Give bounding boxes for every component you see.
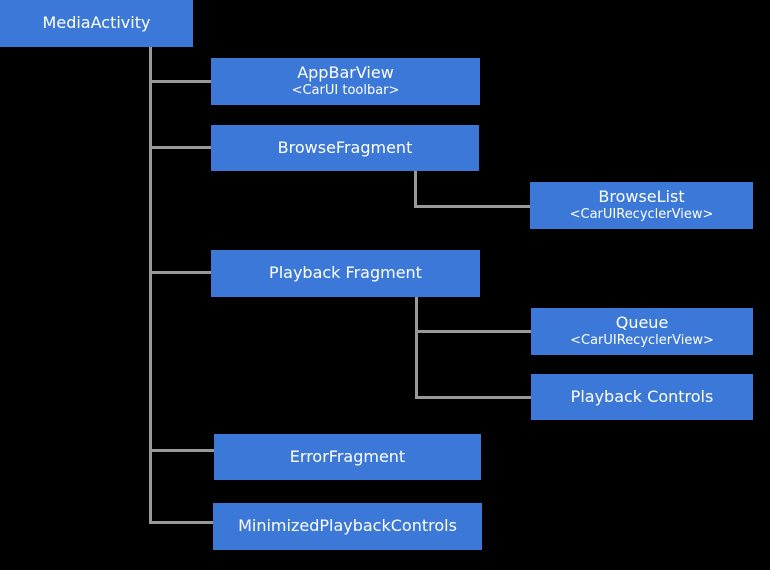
node-queue-subtitle: <CarUIRecyclerView> [570, 332, 714, 348]
node-playbackcontrols-title: Playback Controls [570, 386, 714, 406]
node-mediaactivity-title: MediaActivity [42, 13, 151, 33]
node-browselist-subtitle: <CarUIRecyclerView> [569, 206, 714, 222]
node-errorfragment[interactable]: ErrorFragment [214, 434, 481, 480]
edge-browsefragment-to-browselist [414, 205, 532, 208]
node-errorfragment-title: ErrorFragment [289, 446, 406, 466]
edge-mediaactivity-to-browsefragment [149, 146, 213, 149]
node-appbarview-title: AppBarView [297, 63, 394, 83]
node-appbarview-subtitle: <CarUI toolbar> [291, 82, 400, 98]
node-browsefragment[interactable]: BrowseFragment [211, 125, 479, 171]
node-playbackcontrols[interactable]: Playback Controls [531, 374, 753, 420]
node-minimizedplaybackcontrols-title: MinimizedPlaybackControls [238, 516, 457, 536]
edge-playbackfragment-trunk [415, 297, 418, 399]
edge-mediaactivity-to-minimizedplaybackcontrols [149, 521, 215, 524]
node-queue-title: Queue [615, 313, 669, 333]
node-appbarview[interactable]: AppBarView <CarUI toolbar> [211, 58, 480, 105]
edge-mediaactivity-to-errorfragment [149, 449, 216, 452]
edge-mediaactivity-to-appbarview [149, 80, 213, 83]
node-minimizedplaybackcontrols[interactable]: MinimizedPlaybackControls [213, 503, 482, 550]
node-browselist-title: BrowseList [598, 187, 685, 207]
edge-mediaactivity-trunk [149, 47, 152, 524]
node-playbackfragment[interactable]: Playback Fragment [211, 250, 480, 297]
node-browselist[interactable]: BrowseList <CarUIRecyclerView> [530, 182, 753, 229]
node-playbackfragment-title: Playback Fragment [269, 263, 422, 283]
edge-playbackfragment-to-queue [415, 330, 533, 333]
edge-browsefragment-trunk [414, 171, 417, 208]
node-browsefragment-title: BrowseFragment [277, 137, 413, 157]
node-queue[interactable]: Queue <CarUIRecyclerView> [531, 308, 753, 355]
edge-mediaactivity-to-playbackfragment [149, 271, 213, 274]
node-mediaactivity[interactable]: MediaActivity [0, 0, 193, 47]
edge-playbackfragment-to-playbackcontrols [415, 396, 533, 399]
